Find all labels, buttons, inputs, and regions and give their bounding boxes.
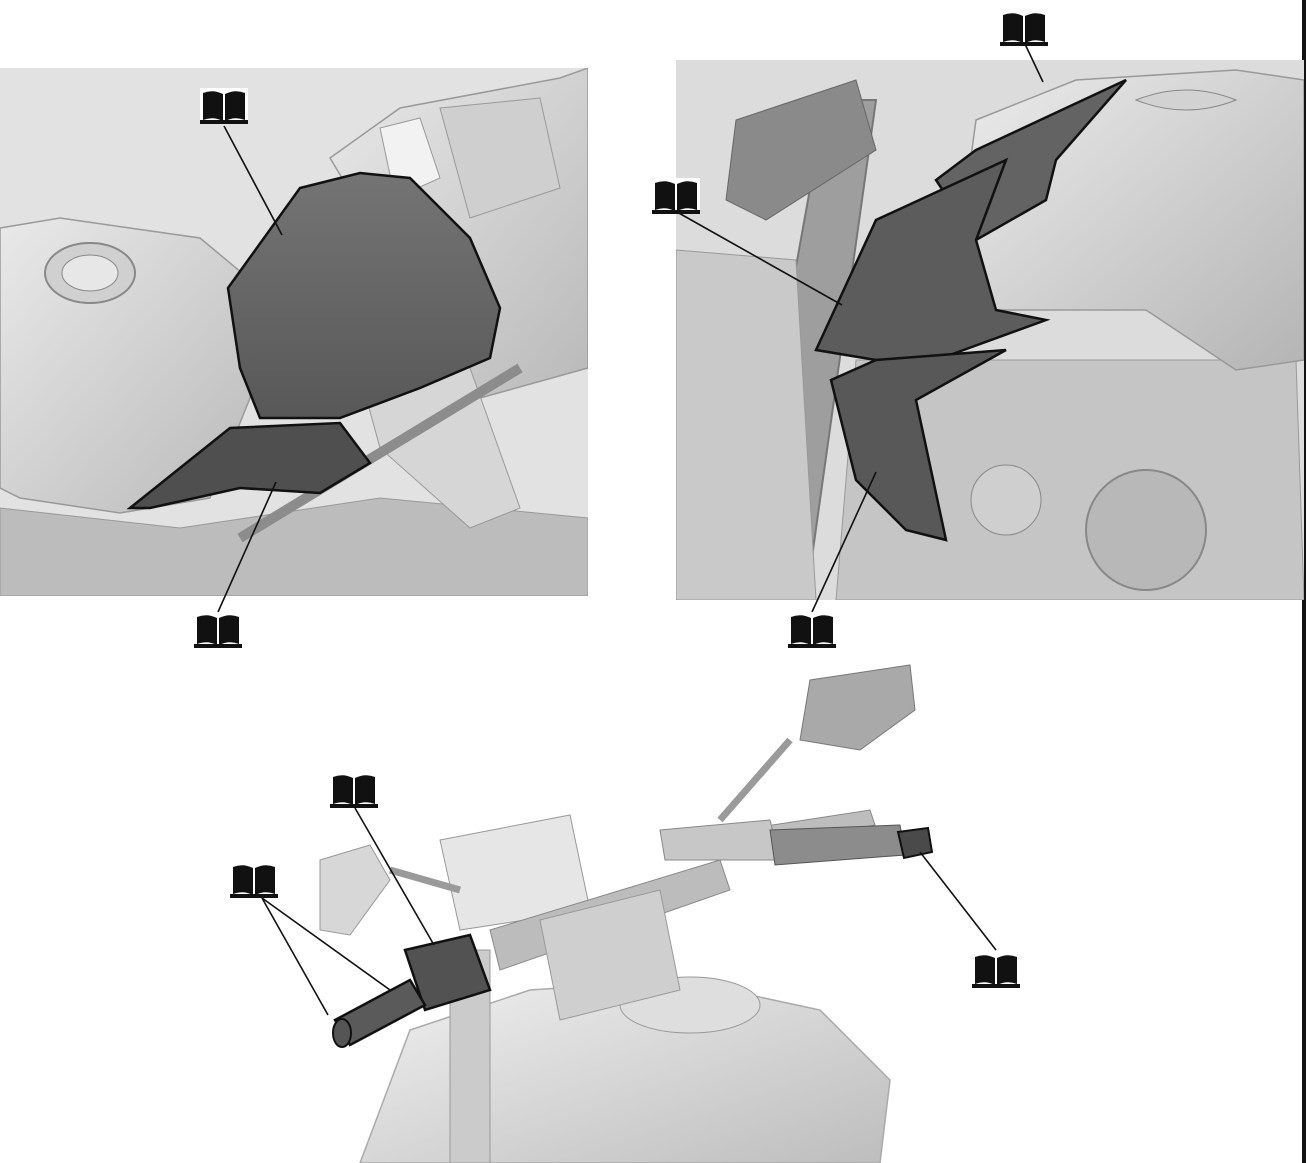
handlebar-illustration <box>300 660 940 1163</box>
manual-book-icon <box>972 952 1020 988</box>
right-bar-end-part <box>898 828 932 858</box>
seat-illustration <box>0 68 588 596</box>
manual-book-icon <box>230 862 278 898</box>
side-cover-illustration <box>676 60 1304 600</box>
manual-book-icon <box>330 772 378 808</box>
manual-book-icon <box>652 178 700 214</box>
manual-book-icon <box>788 612 836 648</box>
manual-book-icon <box>1000 10 1048 46</box>
manual-book-icon <box>200 88 248 124</box>
manual-book-icon <box>194 612 242 648</box>
